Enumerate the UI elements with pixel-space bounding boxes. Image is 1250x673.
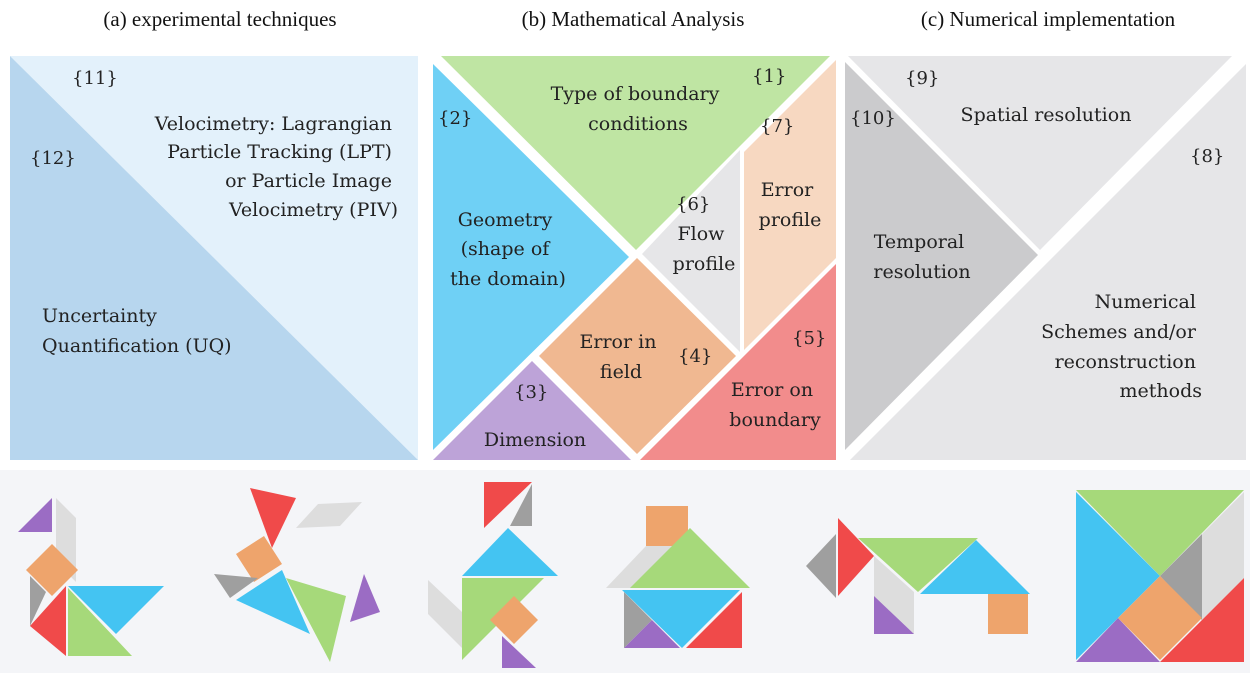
house-blue-triangle	[622, 590, 740, 648]
label-6: {6}	[676, 194, 710, 215]
tangram-windmill	[214, 488, 380, 662]
runner-purple-triangle	[502, 636, 536, 668]
error-profile-text: Error profile	[759, 179, 822, 231]
windmill-green-triangle	[286, 578, 346, 662]
piece-dimension	[433, 361, 631, 460]
numerical-text: Numerical Schemes and/or reconstruction …	[1041, 291, 1202, 402]
swan-head-triangle	[18, 498, 52, 532]
piece-temporal	[845, 62, 1038, 450]
boundary-type-text: Type of boundary conditions	[551, 83, 726, 135]
windmill-purple-triangle	[350, 574, 380, 622]
runner-gray-triangle	[510, 484, 532, 526]
heading-experimental: (a) experimental techniques	[103, 7, 336, 31]
piece-boundary-type	[441, 56, 830, 250]
square-orange-square	[1118, 576, 1202, 660]
piece-geometry	[433, 64, 629, 450]
windmill-blue-triangle	[236, 570, 310, 634]
square-green-triangle	[1076, 490, 1244, 576]
piece-error-boundary	[640, 264, 836, 460]
swan-red-triangle	[30, 586, 66, 656]
panel-a-lower-triangle	[10, 56, 418, 460]
panel-experimental: {11} {12} Velocimetry: Lagrangian Partic…	[10, 56, 418, 460]
house-gray-triangle	[624, 592, 652, 648]
label-4: {4}	[678, 346, 712, 367]
label-5: {5}	[792, 328, 826, 349]
square-gray-triangle	[1160, 534, 1202, 620]
house-green-triangle	[630, 528, 750, 588]
tangram-house	[606, 506, 750, 648]
camel-parallelogram	[874, 556, 914, 634]
label-2: {2}	[438, 108, 472, 129]
house-purple-triangle	[624, 620, 680, 648]
swan-square	[26, 544, 78, 596]
tangram-swan	[18, 498, 164, 656]
temporal-text: Temporal resolution	[873, 231, 970, 283]
swan-gray-triangle	[30, 576, 46, 626]
windmill-square	[236, 536, 282, 582]
piece-spatial	[848, 56, 1232, 250]
label-10: {10}	[850, 108, 896, 129]
label-7: {7}	[760, 116, 794, 137]
flow-profile-text: Flow profile	[673, 223, 736, 275]
square-purple-triangle	[1076, 618, 1160, 662]
camel-square	[988, 594, 1028, 634]
swan-green-triangle	[68, 588, 132, 656]
error-boundary-text: Error on boundary	[729, 379, 821, 431]
camel-blue-triangle	[920, 540, 1030, 594]
runner-red-triangle	[484, 482, 532, 528]
uq-text: Uncertainty Quantification (UQ)	[42, 305, 232, 357]
geometry-text: Geometry (shape of the domain)	[450, 209, 566, 290]
runner-parallelogram	[428, 580, 462, 648]
swan-blue-triangle	[68, 586, 164, 634]
heading-numerical: (c) Numerical implementation	[921, 7, 1176, 31]
label-1: {1}	[752, 66, 786, 87]
square-parallelogram	[1202, 492, 1244, 620]
label-3: {3}	[514, 382, 548, 403]
label-12: {12}	[30, 148, 76, 169]
piece-error-profile	[744, 60, 836, 350]
dimension-text: Dimension	[484, 429, 586, 451]
house-red-triangle	[686, 592, 742, 648]
square-blue-triangle	[1076, 492, 1160, 660]
windmill-parallelogram	[296, 502, 362, 528]
camel-purple-triangle	[874, 596, 914, 634]
square-red-triangle	[1160, 578, 1244, 662]
camel-red-triangle	[838, 518, 874, 596]
label-9: {9}	[905, 68, 939, 89]
panel-mathematical: {1} Type of boundary conditions {2} Geom…	[433, 56, 836, 460]
label-11: {11}	[72, 68, 118, 89]
piece-numerical	[850, 64, 1246, 460]
tangram-camel	[806, 518, 1030, 634]
camel-gray-triangle	[806, 534, 836, 598]
camel-green-triangle	[858, 538, 978, 592]
velocimetry-text: Velocimetry: Lagrangian Particle Trackin…	[154, 113, 398, 221]
runner-square	[490, 596, 538, 644]
error-field-text: Error in field	[580, 331, 663, 383]
piece-flow-profile	[642, 150, 740, 352]
heading-mathematical: (b) Mathematical Analysis	[522, 7, 745, 31]
tangram-runner	[428, 482, 558, 668]
panel-numerical: {9} Spatial resolution {10} {8} Temporal…	[845, 56, 1246, 460]
windmill-gray-triangle	[214, 574, 258, 598]
spatial-text: Spatial resolution	[961, 104, 1132, 126]
piece-error-field	[539, 258, 736, 454]
windmill-red-triangle	[250, 488, 296, 548]
label-8: {8}	[1190, 146, 1224, 167]
tangram-square	[1076, 490, 1244, 662]
runner-blue-triangle	[462, 528, 558, 576]
